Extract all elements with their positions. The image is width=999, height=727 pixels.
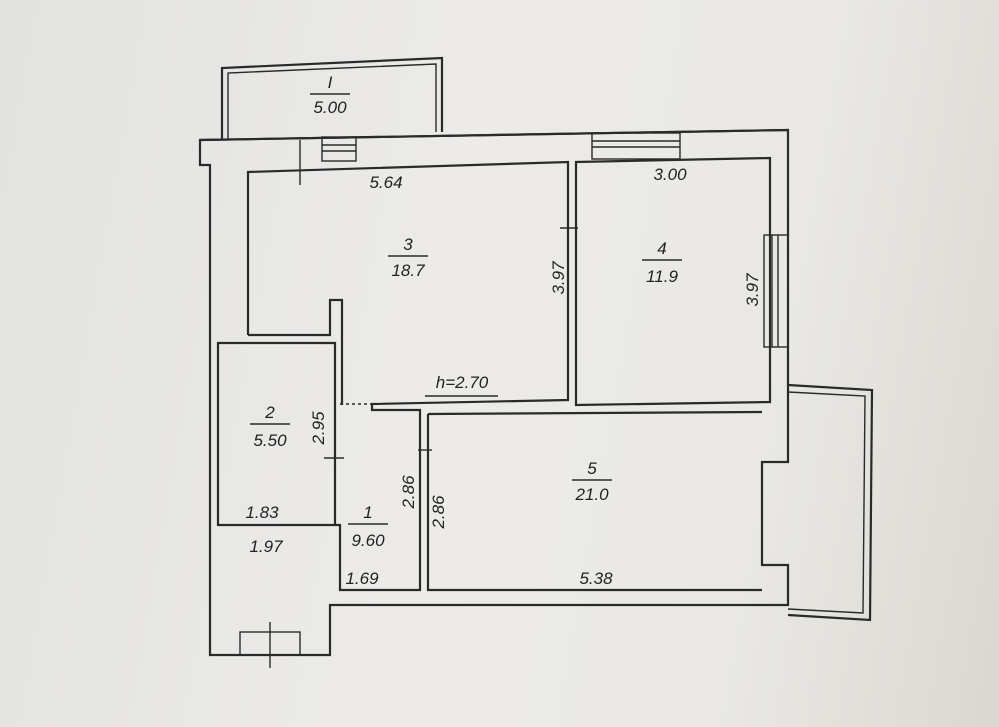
- loggia: [787, 383, 874, 622]
- balcony: [220, 56, 444, 140]
- room-number: I: [328, 73, 333, 92]
- dimension: 1.83: [245, 503, 279, 522]
- room-number: 1: [363, 503, 372, 522]
- dimension: 1.69: [345, 569, 379, 588]
- room-area: 9.60: [351, 531, 385, 550]
- room-number: 4: [657, 239, 666, 258]
- outer-walls: [198, 128, 790, 657]
- room-area: 21.0: [574, 485, 609, 504]
- dimension: 3.97: [743, 273, 762, 307]
- room-area: 5.00: [313, 98, 347, 117]
- dimension: 3.97: [549, 261, 568, 295]
- dimension-labels: 5.64 3.00 3.97 3.97 2.95 1.83 1.97 1.69 …: [245, 165, 762, 588]
- dimension-ticks: [324, 227, 578, 459]
- dimension: 5.38: [579, 569, 613, 588]
- room-number: 5: [587, 459, 597, 478]
- room-number: 3: [403, 235, 413, 254]
- dimension: 5.64: [369, 173, 402, 192]
- ceiling-height: h=2.70: [436, 373, 489, 392]
- dimension: 2.95: [309, 411, 328, 446]
- interior-walls: [216, 156, 772, 592]
- dimension: 2.86: [429, 495, 448, 530]
- dimension: 2.86: [399, 475, 418, 510]
- room-number: 2: [264, 403, 275, 422]
- room-area: 18.7: [391, 261, 425, 280]
- room-area: 5.50: [253, 431, 287, 450]
- dimension: 3.00: [653, 165, 687, 184]
- dimension: 1.97: [249, 537, 283, 556]
- room-area: 11.9: [646, 267, 678, 286]
- windows: [239, 132, 789, 668]
- room-labels: I 5.00 3 18.7 4 11.9 2 5.50 1 9.60 5 21.…: [250, 73, 682, 550]
